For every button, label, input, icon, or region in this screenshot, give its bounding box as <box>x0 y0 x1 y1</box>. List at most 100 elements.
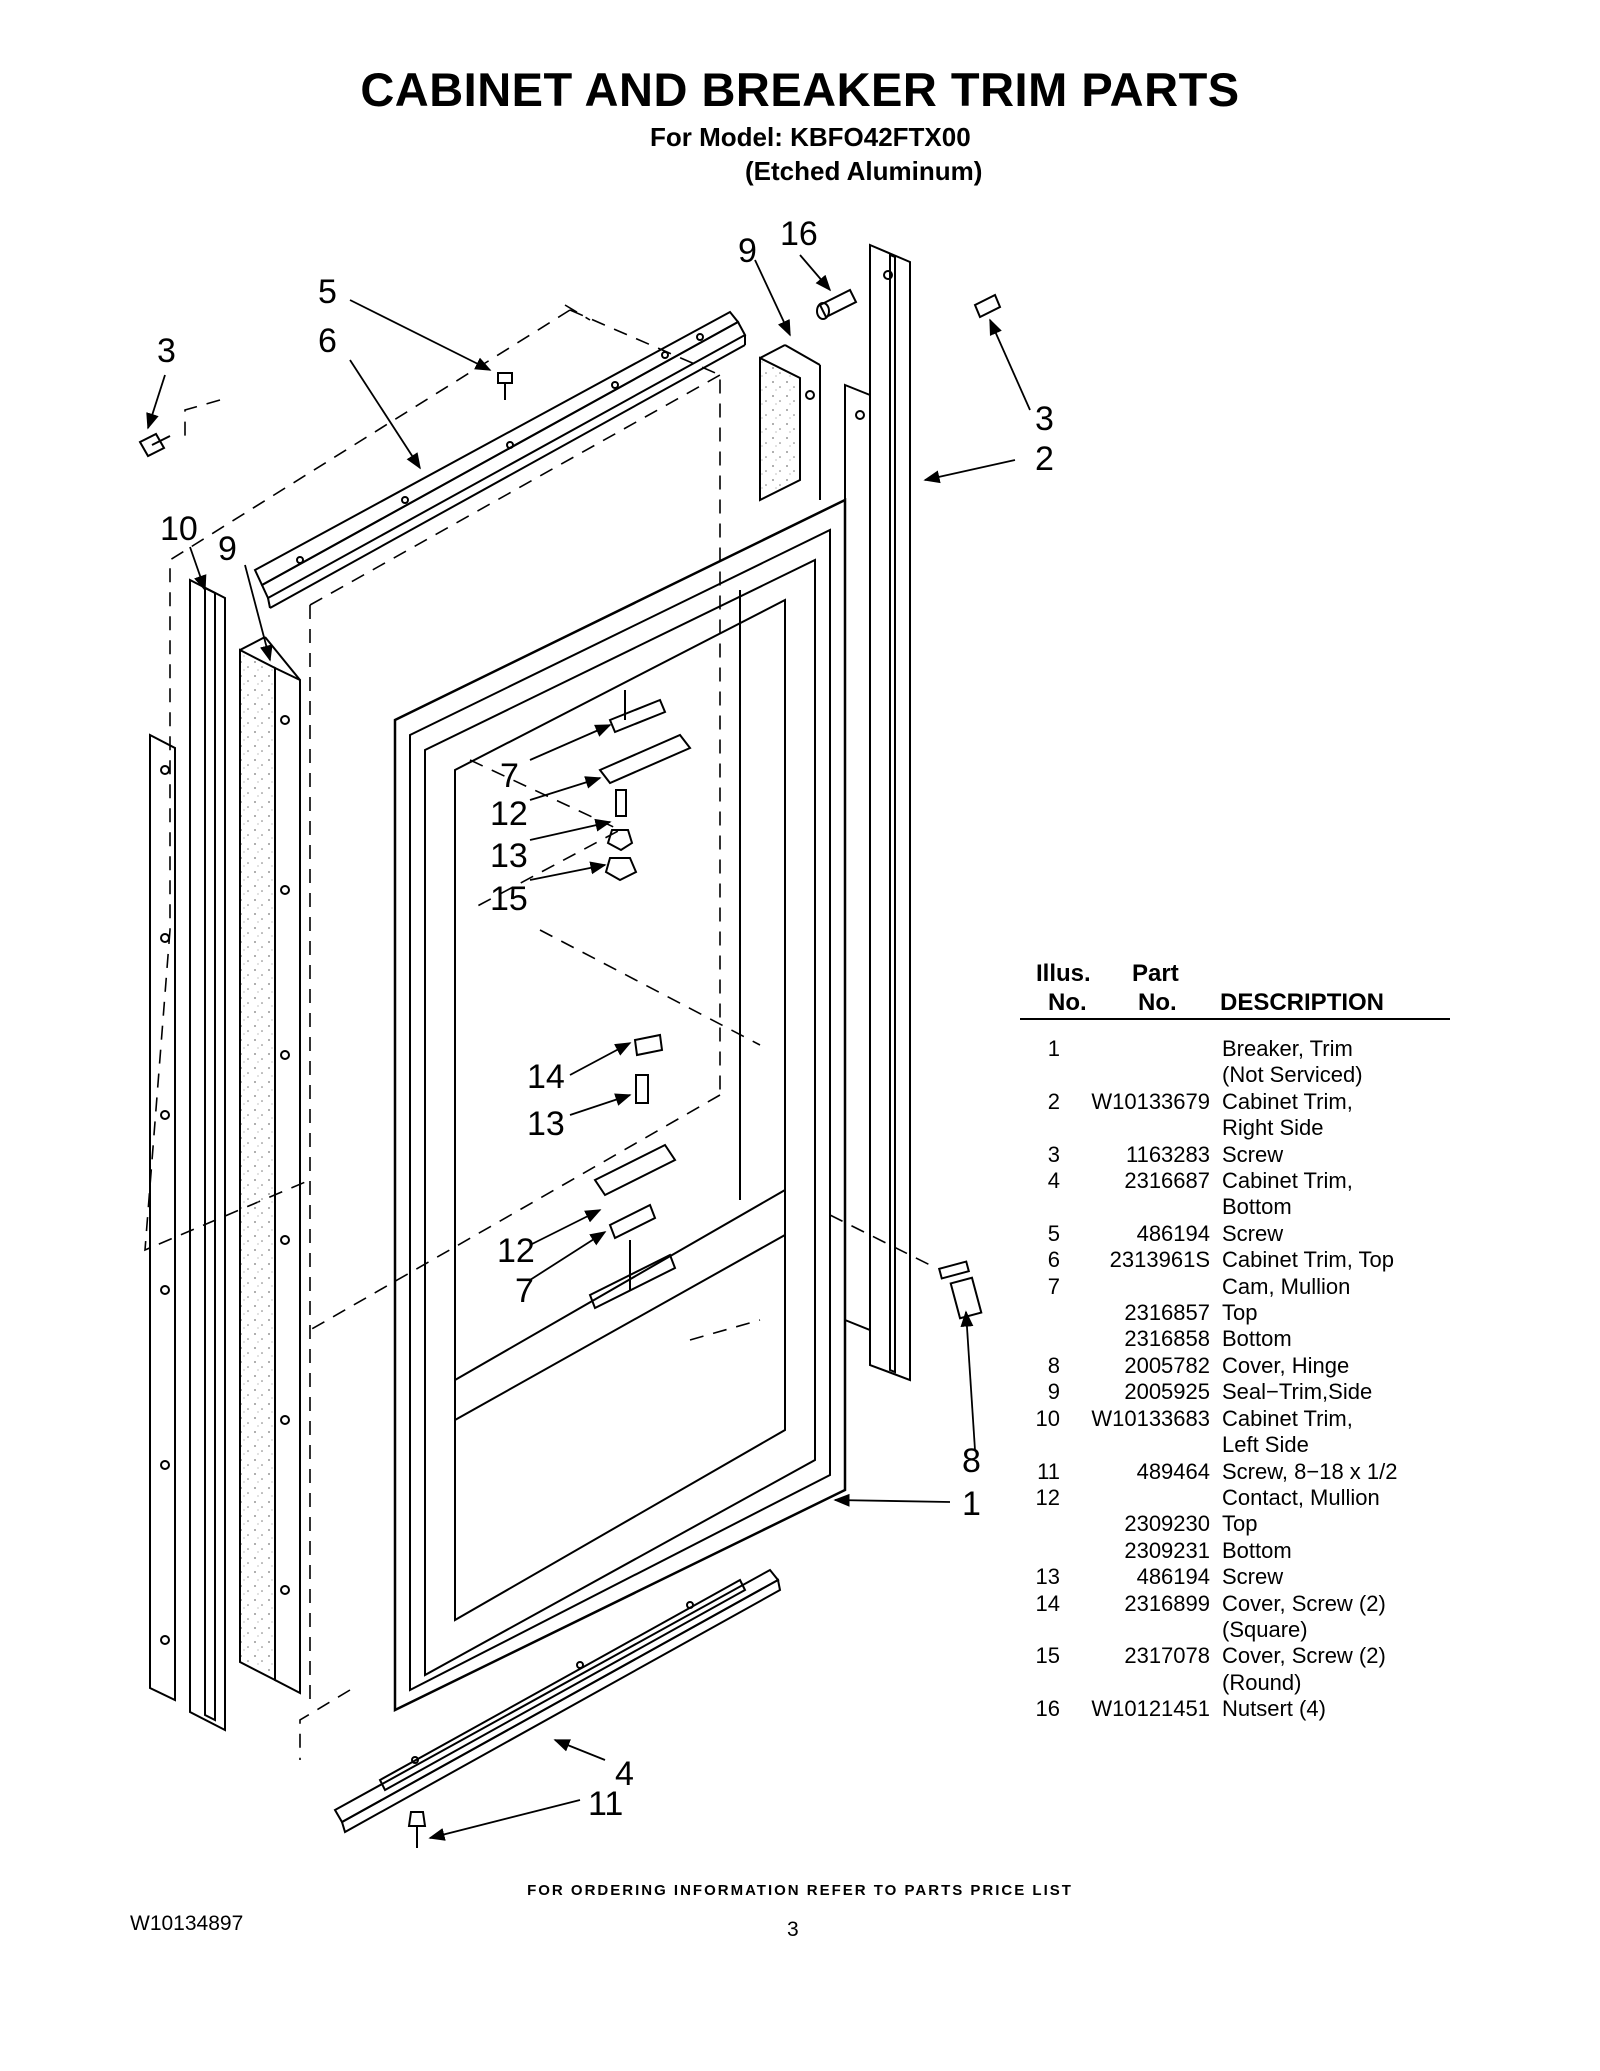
screw-left-top <box>138 432 171 458</box>
part-number: W10133683 <box>1091 1405 1210 1431</box>
parts-row: (Round) <box>1020 1670 1450 1696</box>
callout-numbers: 1 2 3 3 4 5 6 7 7 8 9 9 10 11 12 12 13 1… <box>157 215 1054 1823</box>
part-description: Cam, Mullion <box>1222 1273 1351 1299</box>
part-description: Nutsert (4) <box>1222 1696 1326 1722</box>
parts-row: Right Side <box>1020 1115 1450 1141</box>
illus-number <box>1020 1062 1060 1088</box>
part-description: Cabinet Trim, <box>1222 1168 1353 1194</box>
illus-number <box>1020 1538 1060 1564</box>
part-number <box>1060 1670 1210 1696</box>
cabinet-trim-right <box>844 243 911 1382</box>
illus-number <box>1020 1326 1060 1352</box>
callout-9-right: 9 <box>738 232 757 270</box>
mullion-hardware-bottom <box>588 1033 677 1310</box>
callout-9-left: 9 <box>218 530 237 568</box>
illus-number: 16 <box>1035 1696 1060 1722</box>
illus-number: 3 <box>1047 1141 1060 1167</box>
illus-number: 7 <box>1047 1273 1060 1299</box>
part-description: Screw <box>1222 1220 1284 1246</box>
cabinet-trim-left <box>149 578 226 1732</box>
parts-row: 14 2316899 Cover, Screw (2) <box>1020 1591 1450 1617</box>
part-number <box>1060 1274 1210 1300</box>
screw-right-top <box>973 293 1002 319</box>
illus-number: 1 <box>1047 1036 1060 1061</box>
part-description: Bottom <box>1222 1537 1292 1563</box>
part-number: 2316857 <box>1124 1300 1210 1326</box>
screw-bottom <box>407 1811 427 1848</box>
part-description: Cabinet Trim, <box>1222 1405 1353 1431</box>
part-description: Cover, Screw (2) <box>1222 1643 1386 1669</box>
header-illus-2: No. <box>1048 989 1087 1016</box>
part-number: 486194 <box>1136 1220 1210 1246</box>
part-number <box>1060 1062 1210 1088</box>
part-description: Bottom <box>1222 1194 1292 1220</box>
illus-number: 15 <box>1035 1643 1060 1669</box>
callout-3-right: 3 <box>1035 400 1054 438</box>
callout-12-bottom: 12 <box>497 1232 535 1270</box>
illus-number: 11 <box>1037 1458 1060 1484</box>
model-line: For Model: KBFO42FTX00 <box>650 122 971 152</box>
part-number: 2317078 <box>1124 1643 1210 1669</box>
parts-row: (Square) <box>1020 1617 1450 1643</box>
cabinet-trim-top <box>253 310 747 609</box>
breaker-trim-frame <box>393 497 847 1713</box>
parts-list-header: Illus. No. Part No. DESCRIPTION <box>1020 960 1450 1020</box>
parts-row: Bottom <box>1020 1194 1450 1220</box>
parts-list: Illus. No. Part No. DESCRIPTION 1 Breaker… <box>1020 960 1450 1723</box>
header-part-1: Part <box>1132 960 1179 987</box>
part-number: 2316899 <box>1124 1590 1210 1616</box>
callout-7-bottom: 7 <box>515 1272 534 1310</box>
part-description: Screw <box>1222 1141 1284 1167</box>
callout-6: 6 <box>318 322 337 360</box>
part-number: 2316687 <box>1124 1168 1210 1194</box>
callout-15: 15 <box>490 880 528 918</box>
part-number: 1163283 <box>1125 1141 1210 1167</box>
illus-number: 14 <box>1035 1590 1060 1616</box>
part-description: Cover, Screw (2) <box>1222 1590 1386 1616</box>
illus-number: 10 <box>1035 1405 1060 1431</box>
ordering-note: FOR ORDERING INFORMATION REFER TO PARTS … <box>527 1882 1073 1899</box>
illus-number <box>1020 1194 1060 1220</box>
illus-number <box>1020 1432 1060 1458</box>
part-description: Top <box>1222 1511 1258 1537</box>
part-description: Screw <box>1222 1564 1284 1590</box>
illus-number: 5 <box>1047 1220 1060 1246</box>
parts-row: 2316857 Top <box>1020 1300 1450 1326</box>
part-description: (Round) <box>1222 1669 1302 1695</box>
parts-row: Left Side <box>1020 1432 1450 1458</box>
part-description: Breaker, Trim <box>1222 1036 1353 1061</box>
illus-number: 9 <box>1047 1379 1060 1405</box>
part-number <box>1060 1485 1210 1511</box>
mullion-hardware-top <box>598 690 692 882</box>
part-number <box>1060 1115 1210 1141</box>
parts-row: 2309231 Bottom <box>1020 1538 1450 1564</box>
part-description: Top <box>1222 1300 1258 1326</box>
callout-7-top: 7 <box>500 757 519 795</box>
parts-row: 7 Cam, Mullion <box>1020 1274 1450 1300</box>
part-description: Cabinet Trim, <box>1222 1088 1353 1114</box>
callout-8: 8 <box>962 1442 981 1480</box>
variant-line: (Etched Aluminum) <box>745 156 983 186</box>
part-description: Left Side <box>1222 1432 1309 1458</box>
parts-row: (Not Serviced) <box>1020 1062 1450 1088</box>
part-number: W10121451 <box>1091 1696 1210 1722</box>
callout-2: 2 <box>1035 440 1054 478</box>
screw-top <box>497 372 513 400</box>
illus-number <box>1020 1300 1060 1326</box>
part-number <box>1060 1617 1210 1643</box>
seal-trim-left <box>239 636 301 1695</box>
part-number: 486194 <box>1136 1564 1210 1590</box>
callout-1: 1 <box>962 1485 981 1523</box>
page-title: CABINET AND BREAKER TRIM PARTS <box>360 63 1240 116</box>
part-description: Right Side <box>1222 1115 1324 1141</box>
callout-14: 14 <box>527 1058 565 1096</box>
part-number: 2309231 <box>1124 1537 1210 1563</box>
parts-row: 5 486194 Screw <box>1020 1221 1450 1247</box>
illus-number: 2 <box>1047 1088 1060 1114</box>
